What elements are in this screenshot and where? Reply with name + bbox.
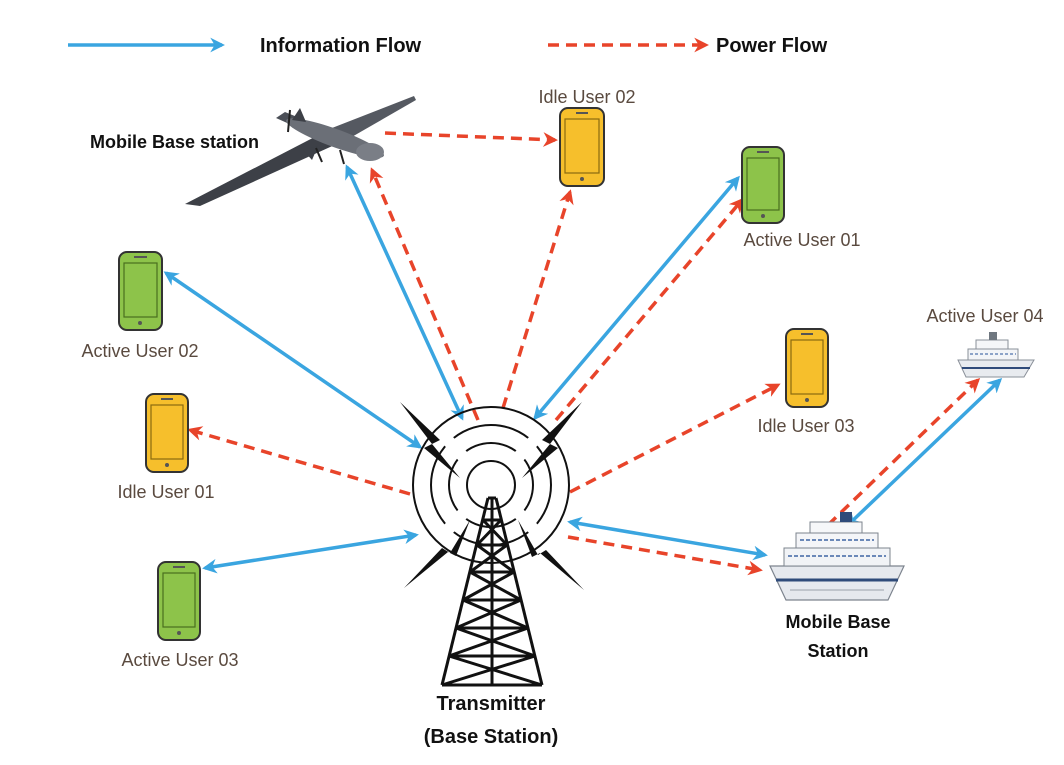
info-link-active03 — [202, 529, 419, 574]
active-user-01-label: Active User 01 — [743, 230, 860, 250]
idle-user-01-phone-icon — [145, 393, 189, 473]
power-link-drone — [369, 167, 480, 421]
legend-information-label: Information Flow — [260, 35, 422, 57]
info-link-active04 — [845, 377, 1003, 528]
power-link-active01 — [554, 197, 744, 422]
power-link-idle02 — [501, 189, 574, 409]
info-link-active01 — [533, 175, 740, 421]
active-user-01-phone-icon — [741, 146, 785, 224]
info-link-drone — [345, 164, 464, 421]
drone-icon — [185, 96, 416, 206]
transmitter-label-line2: (Base Station) — [424, 726, 558, 748]
mobile-base-sea-label-line1: Mobile Base — [785, 612, 890, 632]
info-link-ship — [567, 516, 768, 561]
active-user-02-label: Active User 02 — [81, 341, 198, 361]
legend-power-label: Power Flow — [716, 35, 828, 57]
power-link-drone-idle02 — [384, 131, 558, 147]
transmitter-label-line1: Transmitter — [437, 693, 546, 715]
active-user-04-label: Active User 04 — [926, 306, 1043, 326]
transmitter-tower-icon — [400, 402, 584, 687]
idle-user-01-label: Idle User 01 — [117, 482, 214, 502]
links — [163, 131, 1003, 576]
idle-user-02-label: Idle User 02 — [538, 87, 635, 107]
legend: Information Flow Power Flow — [68, 35, 828, 57]
mobile-base-air-label: Mobile Base station — [90, 132, 259, 152]
power-link-idle01 — [187, 426, 411, 496]
idle-user-02-phone-icon — [559, 107, 605, 187]
idle-user-03-label: Idle User 03 — [757, 416, 854, 436]
power-link-active04 — [826, 377, 981, 527]
idle-user-03-phone-icon — [785, 328, 829, 408]
active-user-03-label: Active User 03 — [121, 650, 238, 670]
info-link-active02 — [163, 271, 423, 449]
active-user-04-ship-icon — [957, 332, 1035, 378]
active-user-03-phone-icon — [157, 561, 201, 641]
power-link-idle03 — [569, 383, 781, 494]
mobile-base-ship-icon — [769, 512, 905, 601]
mobile-base-sea-label-line2: Station — [808, 641, 869, 661]
active-user-02-phone-icon — [118, 251, 163, 331]
power-link-ship — [567, 535, 763, 576]
